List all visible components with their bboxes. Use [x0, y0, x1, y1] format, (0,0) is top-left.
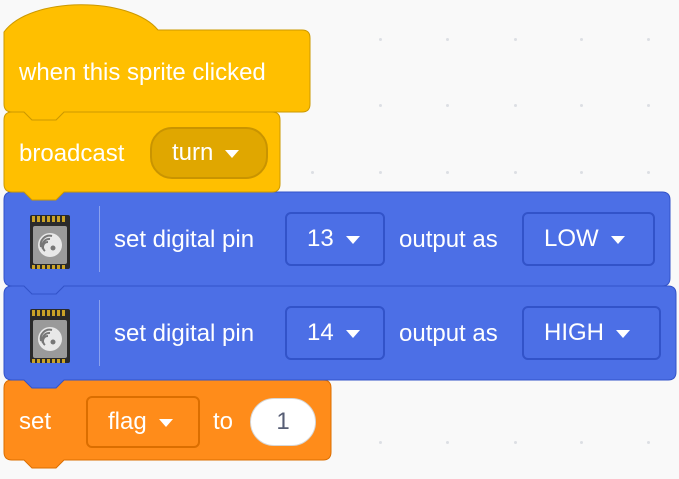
pin-block-2-level-dropdown[interactable]: HIGH	[522, 306, 661, 360]
dropdown-arrow-icon	[345, 330, 360, 338]
esp32-chip-icon	[30, 215, 70, 269]
dropdown-arrow-icon	[345, 236, 360, 244]
pin-block-1-pin-dropdown[interactable]: 13	[285, 212, 385, 266]
broadcast-message-dropdown[interactable]: turn	[150, 127, 268, 179]
dropdown-arrow-icon	[225, 150, 240, 158]
dropdown-arrow-icon	[610, 236, 625, 244]
dropdown-arrow-icon	[616, 330, 630, 338]
broadcast-label: broadcast	[19, 140, 125, 167]
pin-block-2-label: set digital pin	[114, 320, 255, 347]
pin-block-1-middle-label: output as	[399, 226, 498, 253]
set-variable-label: set	[19, 408, 52, 435]
dropdown-arrow-icon	[158, 419, 173, 427]
block-separator	[99, 206, 100, 272]
pin-block-1-pin-value: 13	[307, 225, 334, 252]
hat-block-shape[interactable]	[3, 4, 311, 121]
pin-block-2-pin-value: 14	[307, 319, 334, 346]
variable-dropdown[interactable]: flag	[86, 396, 200, 448]
pin-block-2-level-value: HIGH	[544, 319, 604, 346]
pin-block-1-label: set digital pin	[114, 226, 255, 253]
to-label: to	[213, 408, 234, 435]
broadcast-message-value: turn	[172, 139, 214, 166]
value-input[interactable]: 1	[250, 398, 316, 446]
variable-name: flag	[108, 408, 147, 435]
pin-block-2-pin-dropdown[interactable]: 14	[285, 306, 385, 360]
pin-block-2-middle-label: output as	[399, 320, 498, 347]
block-separator	[99, 300, 100, 366]
pin-block-1-level-dropdown[interactable]: LOW	[522, 212, 655, 266]
esp32-chip-icon	[30, 309, 70, 363]
hat-block-label: when this sprite clicked	[19, 59, 266, 86]
pin-block-1-level-value: LOW	[544, 225, 599, 252]
